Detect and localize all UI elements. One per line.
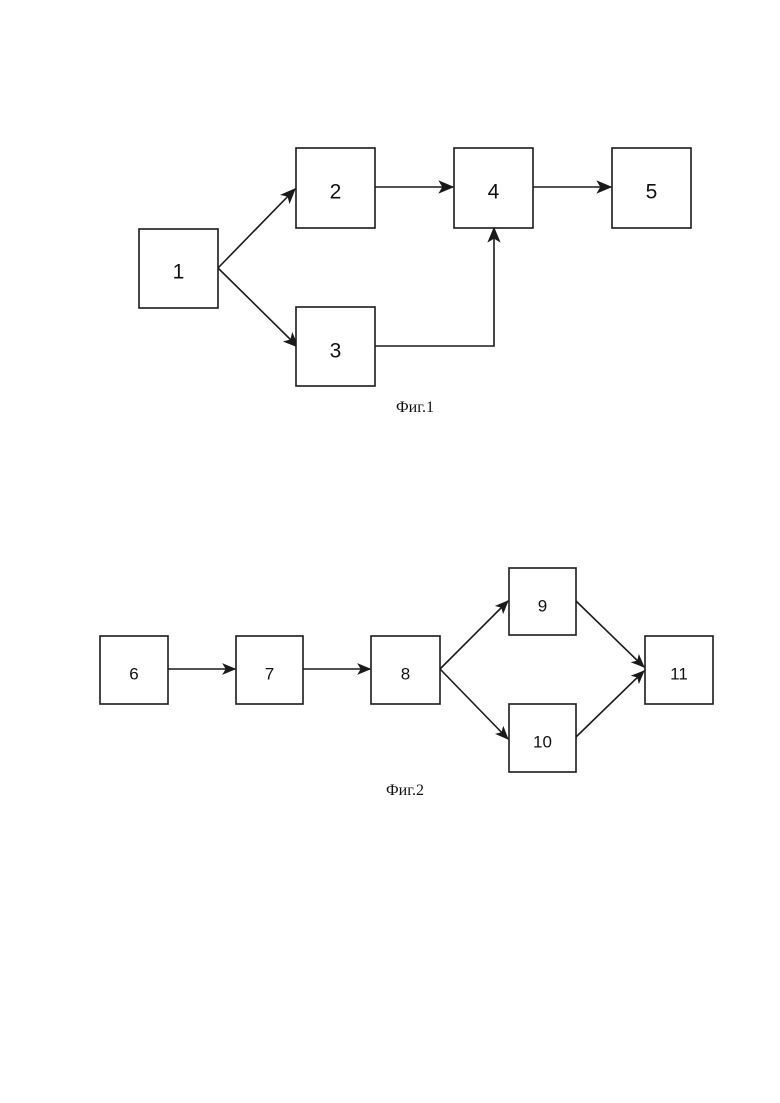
fig2-block-7: 7 bbox=[236, 636, 303, 704]
fig1-block-4-label: 4 bbox=[488, 181, 500, 204]
fig1-block-1: 1 bbox=[139, 229, 218, 308]
fig2-block-10: 10 bbox=[509, 704, 576, 772]
fig1-block-2-label: 2 bbox=[330, 181, 342, 204]
fig2-block-11-label: 11 bbox=[670, 665, 688, 684]
fig1-block-5-label: 5 bbox=[646, 181, 658, 204]
edge-3-to-4 bbox=[375, 228, 494, 346]
edge-10-to-11 bbox=[576, 671, 644, 737]
fig2-block-9: 9 bbox=[509, 568, 576, 635]
fig1-block-1-label: 1 bbox=[173, 261, 185, 284]
fig1-edges bbox=[218, 187, 611, 347]
fig1-block-3-label: 3 bbox=[330, 340, 342, 363]
fig2-block-6: 6 bbox=[100, 636, 168, 704]
figure-2: 6 7 8 9 10 11 Фиг.2 bbox=[100, 568, 713, 799]
edge-9-to-11 bbox=[576, 601, 644, 667]
fig2-block-11: 11 bbox=[645, 636, 713, 704]
fig2-block-6-label: 6 bbox=[129, 665, 138, 684]
figure-1: 1 2 3 4 5 Фиг.1 bbox=[139, 148, 691, 416]
fig2-block-8-label: 8 bbox=[401, 665, 410, 684]
fig2-block-7-label: 7 bbox=[265, 665, 274, 684]
edge-8-to-9 bbox=[440, 601, 508, 669]
edge-8-to-10 bbox=[440, 669, 508, 739]
fig1-block-4: 4 bbox=[454, 148, 533, 228]
fig2-caption: Фиг.2 bbox=[386, 782, 424, 799]
fig2-block-8: 8 bbox=[371, 636, 440, 704]
edge-1-to-2 bbox=[218, 189, 295, 268]
fig1-caption: Фиг.1 bbox=[396, 399, 434, 416]
edge-1-to-3 bbox=[218, 268, 298, 347]
fig2-block-10-label: 10 bbox=[533, 733, 552, 752]
fig2-block-9-label: 9 bbox=[538, 597, 547, 616]
fig1-block-3: 3 bbox=[296, 307, 375, 386]
fig1-block-2: 2 bbox=[296, 148, 375, 228]
fig1-block-5: 5 bbox=[612, 148, 691, 228]
